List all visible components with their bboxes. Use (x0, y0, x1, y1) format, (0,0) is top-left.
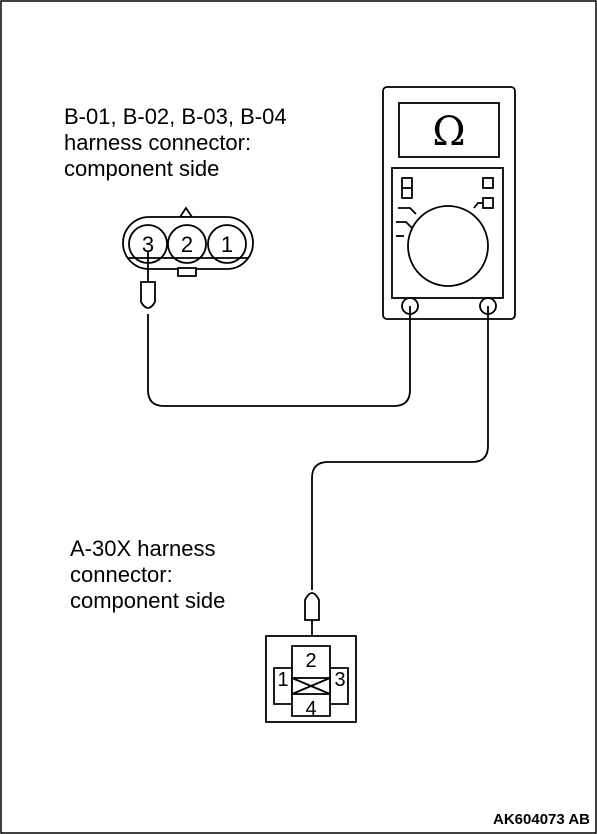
upper-pin-3-label: 3 (142, 232, 154, 257)
upper-connector-latch (177, 267, 197, 277)
multimeter (382, 86, 516, 320)
lower-connector-label-line-2: connector: (70, 562, 173, 587)
lower-pin-3-label: 3 (334, 669, 345, 691)
probe-upper-tip (140, 281, 156, 309)
wire-meter-to-lower-probe (311, 306, 489, 590)
upper-pin-2-label: 2 (181, 232, 193, 257)
upper-connector-pin-2 (167, 224, 207, 264)
probe-upper (140, 252, 156, 309)
connector-key-triangle (178, 206, 194, 218)
lower-pin-1-label: 1 (277, 669, 288, 691)
lower-connector-label-line-3: component side (70, 588, 225, 613)
upper-connector-label-line-1: B-01, B-02, B-03, B-04 (64, 104, 287, 129)
lower-connector (265, 635, 357, 723)
lower-pin-4-label: 4 (305, 698, 316, 720)
lower-pin-2-label: 2 (305, 650, 316, 672)
upper-pin-1-label: 1 (221, 232, 233, 257)
indicator-square-2 (482, 197, 494, 209)
indicator-square-1 (482, 177, 494, 189)
upper-connector-pin-1 (207, 224, 247, 264)
upper-connector (122, 206, 254, 277)
probe-lower-tip (304, 592, 320, 621)
ohm-symbol: Ω (432, 109, 465, 155)
wire-upper-probe-to-meter (147, 306, 411, 407)
upper-connector-label-line-3: component side (64, 156, 219, 181)
rotary-dial (407, 205, 489, 287)
upper-connector-label-line-2: harness connector: (64, 130, 251, 155)
multimeter-display (398, 102, 500, 158)
lower-connector-label-line-1: A-30X harness (70, 536, 216, 561)
figure-code: AK604073 AB (493, 811, 590, 828)
